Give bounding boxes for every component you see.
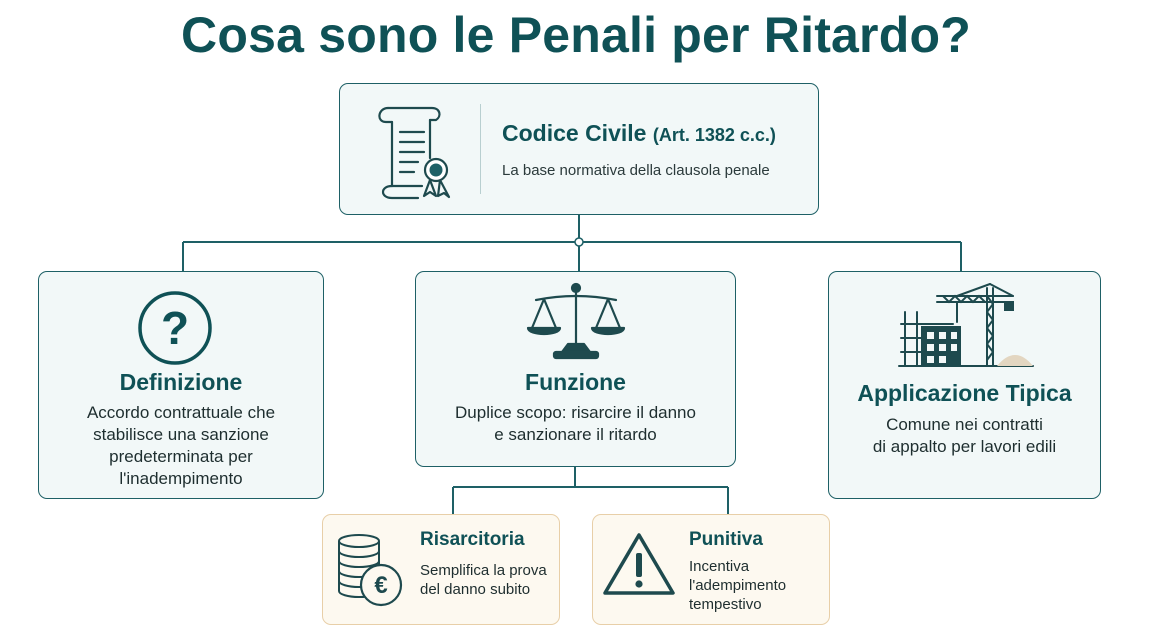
text-line: e sanzionare il ritardo bbox=[494, 425, 657, 444]
scroll-certificate-icon bbox=[378, 106, 451, 200]
risarcitoria-card: € Risarcitoria Semplifica la prova del d… bbox=[322, 514, 560, 625]
text-line: Duplice scopo: risarcire il danno bbox=[455, 403, 696, 422]
punitiva-body: Incentiva l'adempimento tempestivo bbox=[689, 557, 786, 614]
construction-icon bbox=[898, 283, 1034, 367]
risarcitoria-title: Risarcitoria bbox=[420, 529, 525, 550]
svg-text:€: € bbox=[374, 572, 387, 599]
definizione-card: ? Definizione Accordo contrattuale che s… bbox=[38, 271, 324, 499]
text-line: predeterminata per bbox=[109, 447, 253, 466]
definizione-body: Accordo contrattuale che stabilisce una … bbox=[39, 402, 323, 490]
page-title: Cosa sono le Penali per Ritardo? bbox=[181, 7, 971, 63]
applicazione-body: Comune nei contratti di appalto per lavo… bbox=[829, 414, 1100, 458]
top-subtitle: La base normativa della clausola penale bbox=[502, 162, 770, 179]
funzione-title: Funzione bbox=[525, 369, 626, 395]
codice-civile-box: Codice Civile (Art. 1382 c.c.) La base n… bbox=[339, 83, 819, 215]
text-line: Comune nei contratti bbox=[886, 415, 1043, 434]
text-line: Semplifica la prova bbox=[420, 562, 547, 579]
punitiva-title: Punitiva bbox=[689, 529, 763, 550]
question-icon: ? bbox=[138, 291, 212, 365]
divider bbox=[480, 104, 481, 194]
text-line: l'inadempimento bbox=[119, 469, 243, 488]
svg-text:?: ? bbox=[161, 302, 189, 354]
text-line: Incentiva bbox=[689, 558, 750, 575]
scales-icon bbox=[526, 282, 626, 360]
risarcitoria-body: Semplifica la prova del danno subito bbox=[420, 561, 547, 599]
euro-coins-icon: € bbox=[338, 534, 403, 607]
text-line: l'adempimento bbox=[689, 577, 787, 594]
applicazione-card: Applicazione Tipica Comune nei contratti… bbox=[828, 271, 1101, 499]
warning-icon bbox=[603, 533, 675, 595]
text-line: Accordo contrattuale che bbox=[86, 403, 276, 422]
text-line: tempestivo bbox=[689, 596, 762, 613]
text-line: di appalto per lavori edili bbox=[872, 437, 1057, 456]
funzione-body: Duplice scopo: risarcire il danno e sanz… bbox=[416, 402, 735, 446]
heading-text: Codice Civile bbox=[502, 120, 647, 146]
definizione-title: Definizione bbox=[119, 369, 243, 395]
punitiva-card: Punitiva Incentiva l'adempimento tempest… bbox=[592, 514, 830, 625]
text-line: del danno subito bbox=[420, 581, 531, 598]
text-line: stabilisce una sanzione bbox=[93, 425, 269, 444]
applicazione-title: Applicazione Tipica bbox=[857, 380, 1072, 406]
top-heading: Codice Civile (Art. 1382 c.c.) bbox=[502, 120, 776, 147]
article-ref: (Art. 1382 c.c.) bbox=[652, 125, 776, 145]
funzione-card: Funzione Duplice scopo: risarcire il dan… bbox=[415, 271, 736, 467]
